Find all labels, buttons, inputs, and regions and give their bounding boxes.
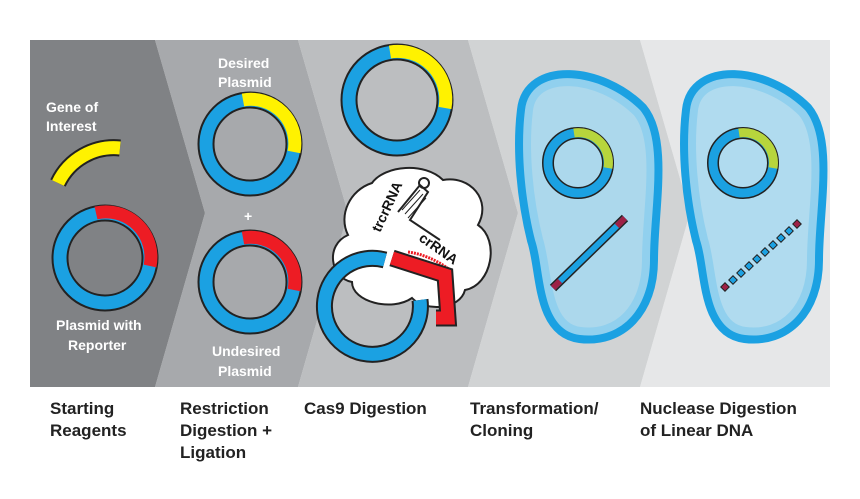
- cell-1-plasmid-icon: [542, 127, 614, 199]
- desired-plasmid-label: Desired Plasmid: [218, 55, 272, 90]
- svg-text:Reporter: Reporter: [68, 337, 127, 353]
- svg-text:Gene of: Gene of: [46, 99, 98, 115]
- plasmid-with-reporter-label: Plasmid with Reporter: [56, 317, 142, 353]
- svg-text:Plasmid: Plasmid: [218, 363, 272, 379]
- cleaved-plasmid-icon: [315, 249, 458, 363]
- svg-text:Undesired: Undesired: [212, 343, 280, 359]
- svg-text:Plasmid: Plasmid: [218, 74, 272, 90]
- cell-2-plasmid-icon: [707, 127, 779, 199]
- svg-text:Desired: Desired: [218, 55, 269, 71]
- step-3-title: Cas9 Digestion: [304, 399, 427, 418]
- svg-text:Interest: Interest: [46, 118, 97, 134]
- bacterial-cell-2-icon: [680, 70, 828, 344]
- svg-text:Plasmid with: Plasmid with: [56, 317, 142, 333]
- step-4-title: Transformation/ Cloning: [470, 399, 599, 440]
- step-1-title: Starting Reagents: [50, 399, 127, 440]
- step-5-title: Nuclease Digestion of Linear DNA: [640, 399, 797, 440]
- linear-dna-icon: [549, 214, 629, 292]
- step-2-title: Restriction Digestion + Ligation: [180, 399, 273, 462]
- gene-insert-arc-icon: [50, 139, 121, 187]
- plus-sign: +: [244, 208, 252, 224]
- desired-plasmid-icon: [197, 91, 303, 197]
- plasmid-with-reporter-icon: [51, 204, 159, 312]
- gene-of-interest-label: Gene of Interest: [46, 99, 98, 134]
- degraded-dna-icon: [720, 219, 802, 292]
- desired-plasmid-intact-icon: [340, 43, 454, 157]
- undesired-plasmid-label: Undesired Plasmid: [212, 343, 280, 379]
- bacterial-cell-1-icon: [515, 70, 663, 344]
- undesired-plasmid-icon: [197, 229, 303, 335]
